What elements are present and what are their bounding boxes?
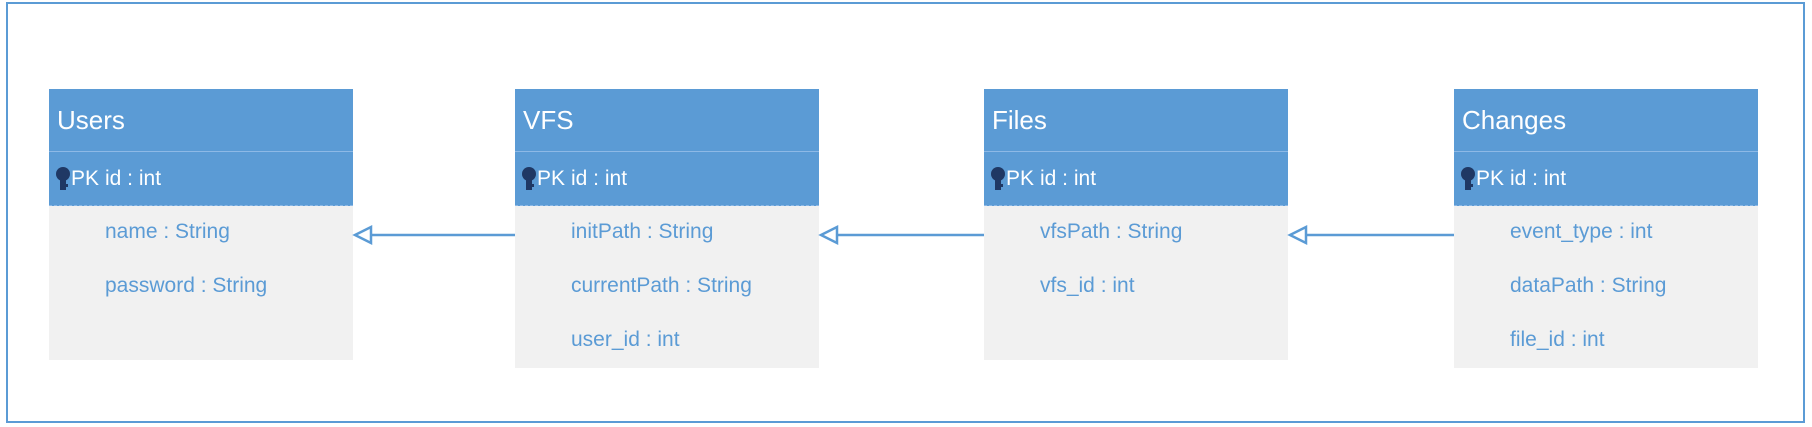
attribute: name : String: [105, 220, 230, 243]
attribute: initPath : String: [571, 220, 714, 243]
pk-label: PK: [1476, 167, 1505, 190]
diagram-frame: [6, 2, 1805, 423]
attribute: vfsPath : String: [1040, 220, 1183, 243]
attribute: dataPath : String: [1510, 274, 1667, 297]
relationship-arrow-vfs-users[interactable]: [352, 224, 515, 246]
pk-field: id : int: [105, 167, 162, 190]
pk-label: PK: [1006, 167, 1035, 190]
primary-key-row: PK id : int: [515, 151, 819, 206]
attribute: event_type : int: [1510, 220, 1653, 243]
entity-title: VFS: [515, 89, 819, 151]
attribute: currentPath : String: [571, 274, 752, 297]
primary-key-row: PK id : int: [49, 151, 353, 206]
entity-title: Users: [49, 89, 353, 151]
entity-files[interactable]: Files PK id : int vfsPath : String vfs_i…: [984, 89, 1288, 360]
key-icon: [56, 167, 70, 190]
attribute: password : String: [105, 274, 268, 297]
attribute-list: event_type : int dataPath : String file_…: [1454, 206, 1758, 368]
relationship-arrow-changes-files[interactable]: [1287, 224, 1454, 246]
attribute: user_id : int: [571, 328, 680, 351]
key-icon: [991, 167, 1005, 190]
entity-users[interactable]: Users PK id : int name : String password…: [49, 89, 353, 360]
attribute-list: vfsPath : String vfs_id : int: [984, 206, 1288, 360]
key-icon: [522, 167, 536, 190]
pk-label: PK: [71, 167, 100, 190]
key-icon: [1461, 167, 1475, 190]
entity-vfs[interactable]: VFS PK id : int initPath : String curren…: [515, 89, 819, 368]
attribute-list: name : String password : String: [49, 206, 353, 360]
entity-title: Changes: [1454, 89, 1758, 151]
primary-key-row: PK id : int: [1454, 151, 1758, 206]
primary-key-row: PK id : int: [984, 151, 1288, 206]
pk-label: PK: [537, 167, 566, 190]
entity-changes[interactable]: Changes PK id : int event_type : int dat…: [1454, 89, 1758, 368]
attribute: vfs_id : int: [1040, 274, 1135, 297]
entity-title: Files: [984, 89, 1288, 151]
pk-field: id : int: [571, 167, 628, 190]
pk-field: id : int: [1510, 167, 1567, 190]
attribute: file_id : int: [1510, 328, 1605, 351]
attribute-list: initPath : String currentPath : String u…: [515, 206, 819, 368]
relationship-arrow-files-vfs[interactable]: [818, 224, 984, 246]
pk-field: id : int: [1040, 167, 1097, 190]
